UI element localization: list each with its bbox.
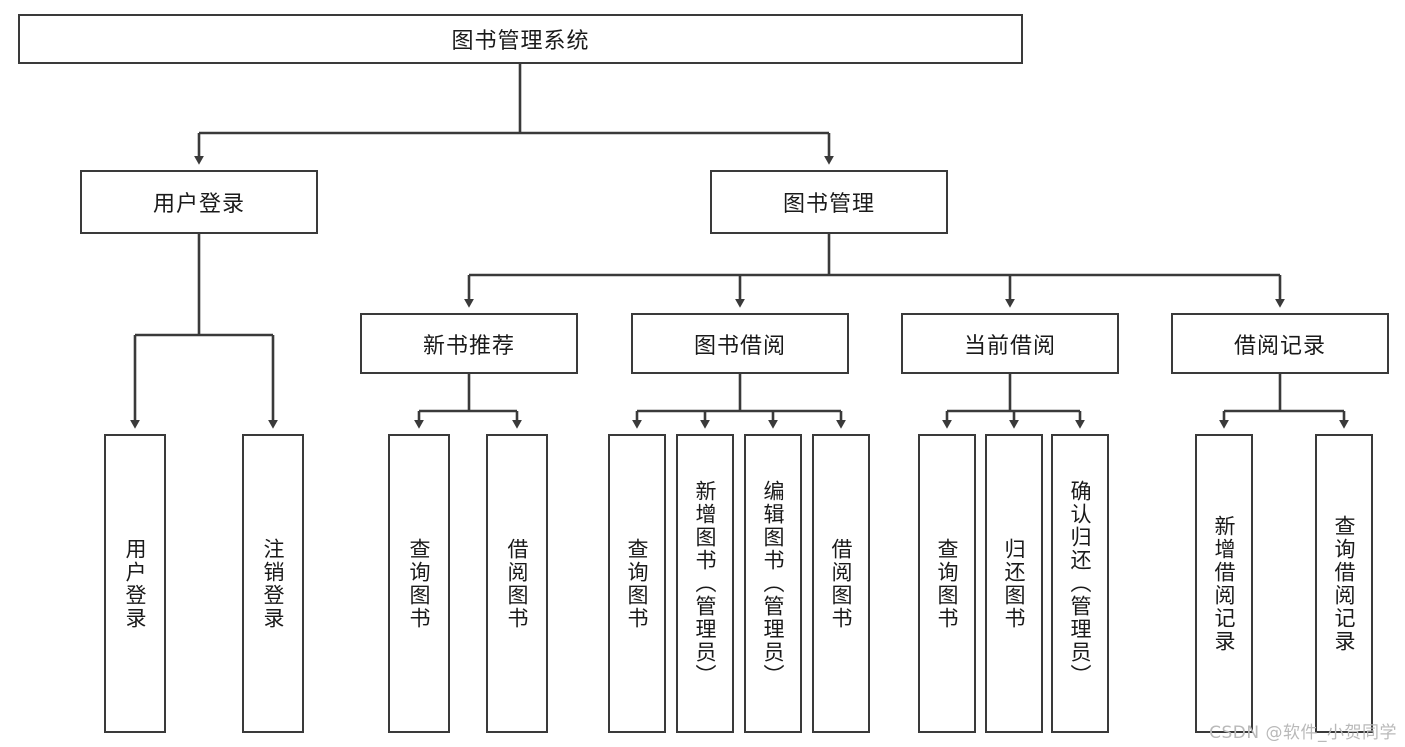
leaf-query-book-2-label: 查询图书 — [625, 537, 650, 630]
leaf-query-record[interactable]: 查询借阅记录 — [1315, 434, 1373, 733]
node-new-book-rec[interactable]: 新书推荐 — [360, 313, 578, 374]
node-root-label: 图书管理系统 — [451, 29, 590, 54]
node-book-borrow[interactable]: 图书借阅 — [631, 313, 849, 374]
leaf-query-book-1[interactable]: 查询图书 — [388, 434, 450, 733]
leaf-query-book-2[interactable]: 查询图书 — [608, 434, 666, 733]
leaf-query-book-1-label: 查询图书 — [407, 537, 432, 630]
leaf-borrow-book-2[interactable]: 借阅图书 — [812, 434, 870, 733]
leaf-user-login-label: 用户登录 — [123, 537, 148, 630]
node-book-manage[interactable]: 图书管理 — [710, 170, 948, 234]
csdn-watermark: CSDN @软件_小贺同学 — [1209, 723, 1397, 743]
leaf-query-book-3[interactable]: 查询图书 — [918, 434, 976, 733]
leaf-add-record-label: 新增借阅记录 — [1212, 514, 1237, 653]
leaf-edit-book-label: 编辑图书（管理员） — [761, 480, 786, 687]
leaf-confirm-return-label: 确认归还（管理员） — [1068, 480, 1093, 687]
leaf-borrow-book-1[interactable]: 借阅图书 — [486, 434, 548, 733]
node-user-login-label: 用户登录 — [152, 192, 245, 217]
leaf-add-book[interactable]: 新增图书（管理员） — [676, 434, 734, 733]
leaf-confirm-return[interactable]: 确认归还（管理员） — [1051, 434, 1109, 733]
node-book-borrow-label: 图书借阅 — [693, 333, 786, 359]
node-book-manage-label: 图书管理 — [782, 192, 875, 217]
leaf-return-book[interactable]: 归还图书 — [985, 434, 1043, 733]
leaf-query-record-label: 查询借阅记录 — [1332, 514, 1357, 653]
node-root[interactable]: 图书管理系统 — [18, 14, 1023, 64]
leaf-borrow-book-1-label: 借阅图书 — [505, 537, 530, 630]
node-borrow-record[interactable]: 借阅记录 — [1171, 313, 1389, 374]
leaf-add-book-label: 新增图书（管理员） — [693, 480, 718, 687]
node-current-borrow-label: 当前借阅 — [963, 333, 1056, 359]
leaf-user-logout-label: 注销登录 — [261, 537, 286, 630]
leaf-return-book-label: 归还图书 — [1002, 537, 1027, 630]
leaf-user-logout[interactable]: 注销登录 — [242, 434, 304, 733]
node-new-book-rec-label: 新书推荐 — [422, 333, 515, 359]
leaf-user-login[interactable]: 用户登录 — [104, 434, 166, 733]
leaf-query-book-3-label: 查询图书 — [935, 537, 960, 630]
leaf-borrow-book-2-label: 借阅图书 — [829, 537, 854, 630]
node-current-borrow[interactable]: 当前借阅 — [901, 313, 1119, 374]
leaf-add-record[interactable]: 新增借阅记录 — [1195, 434, 1253, 733]
node-user-login[interactable]: 用户登录 — [80, 170, 318, 234]
node-borrow-record-label: 借阅记录 — [1233, 333, 1326, 359]
leaf-edit-book[interactable]: 编辑图书（管理员） — [744, 434, 802, 733]
